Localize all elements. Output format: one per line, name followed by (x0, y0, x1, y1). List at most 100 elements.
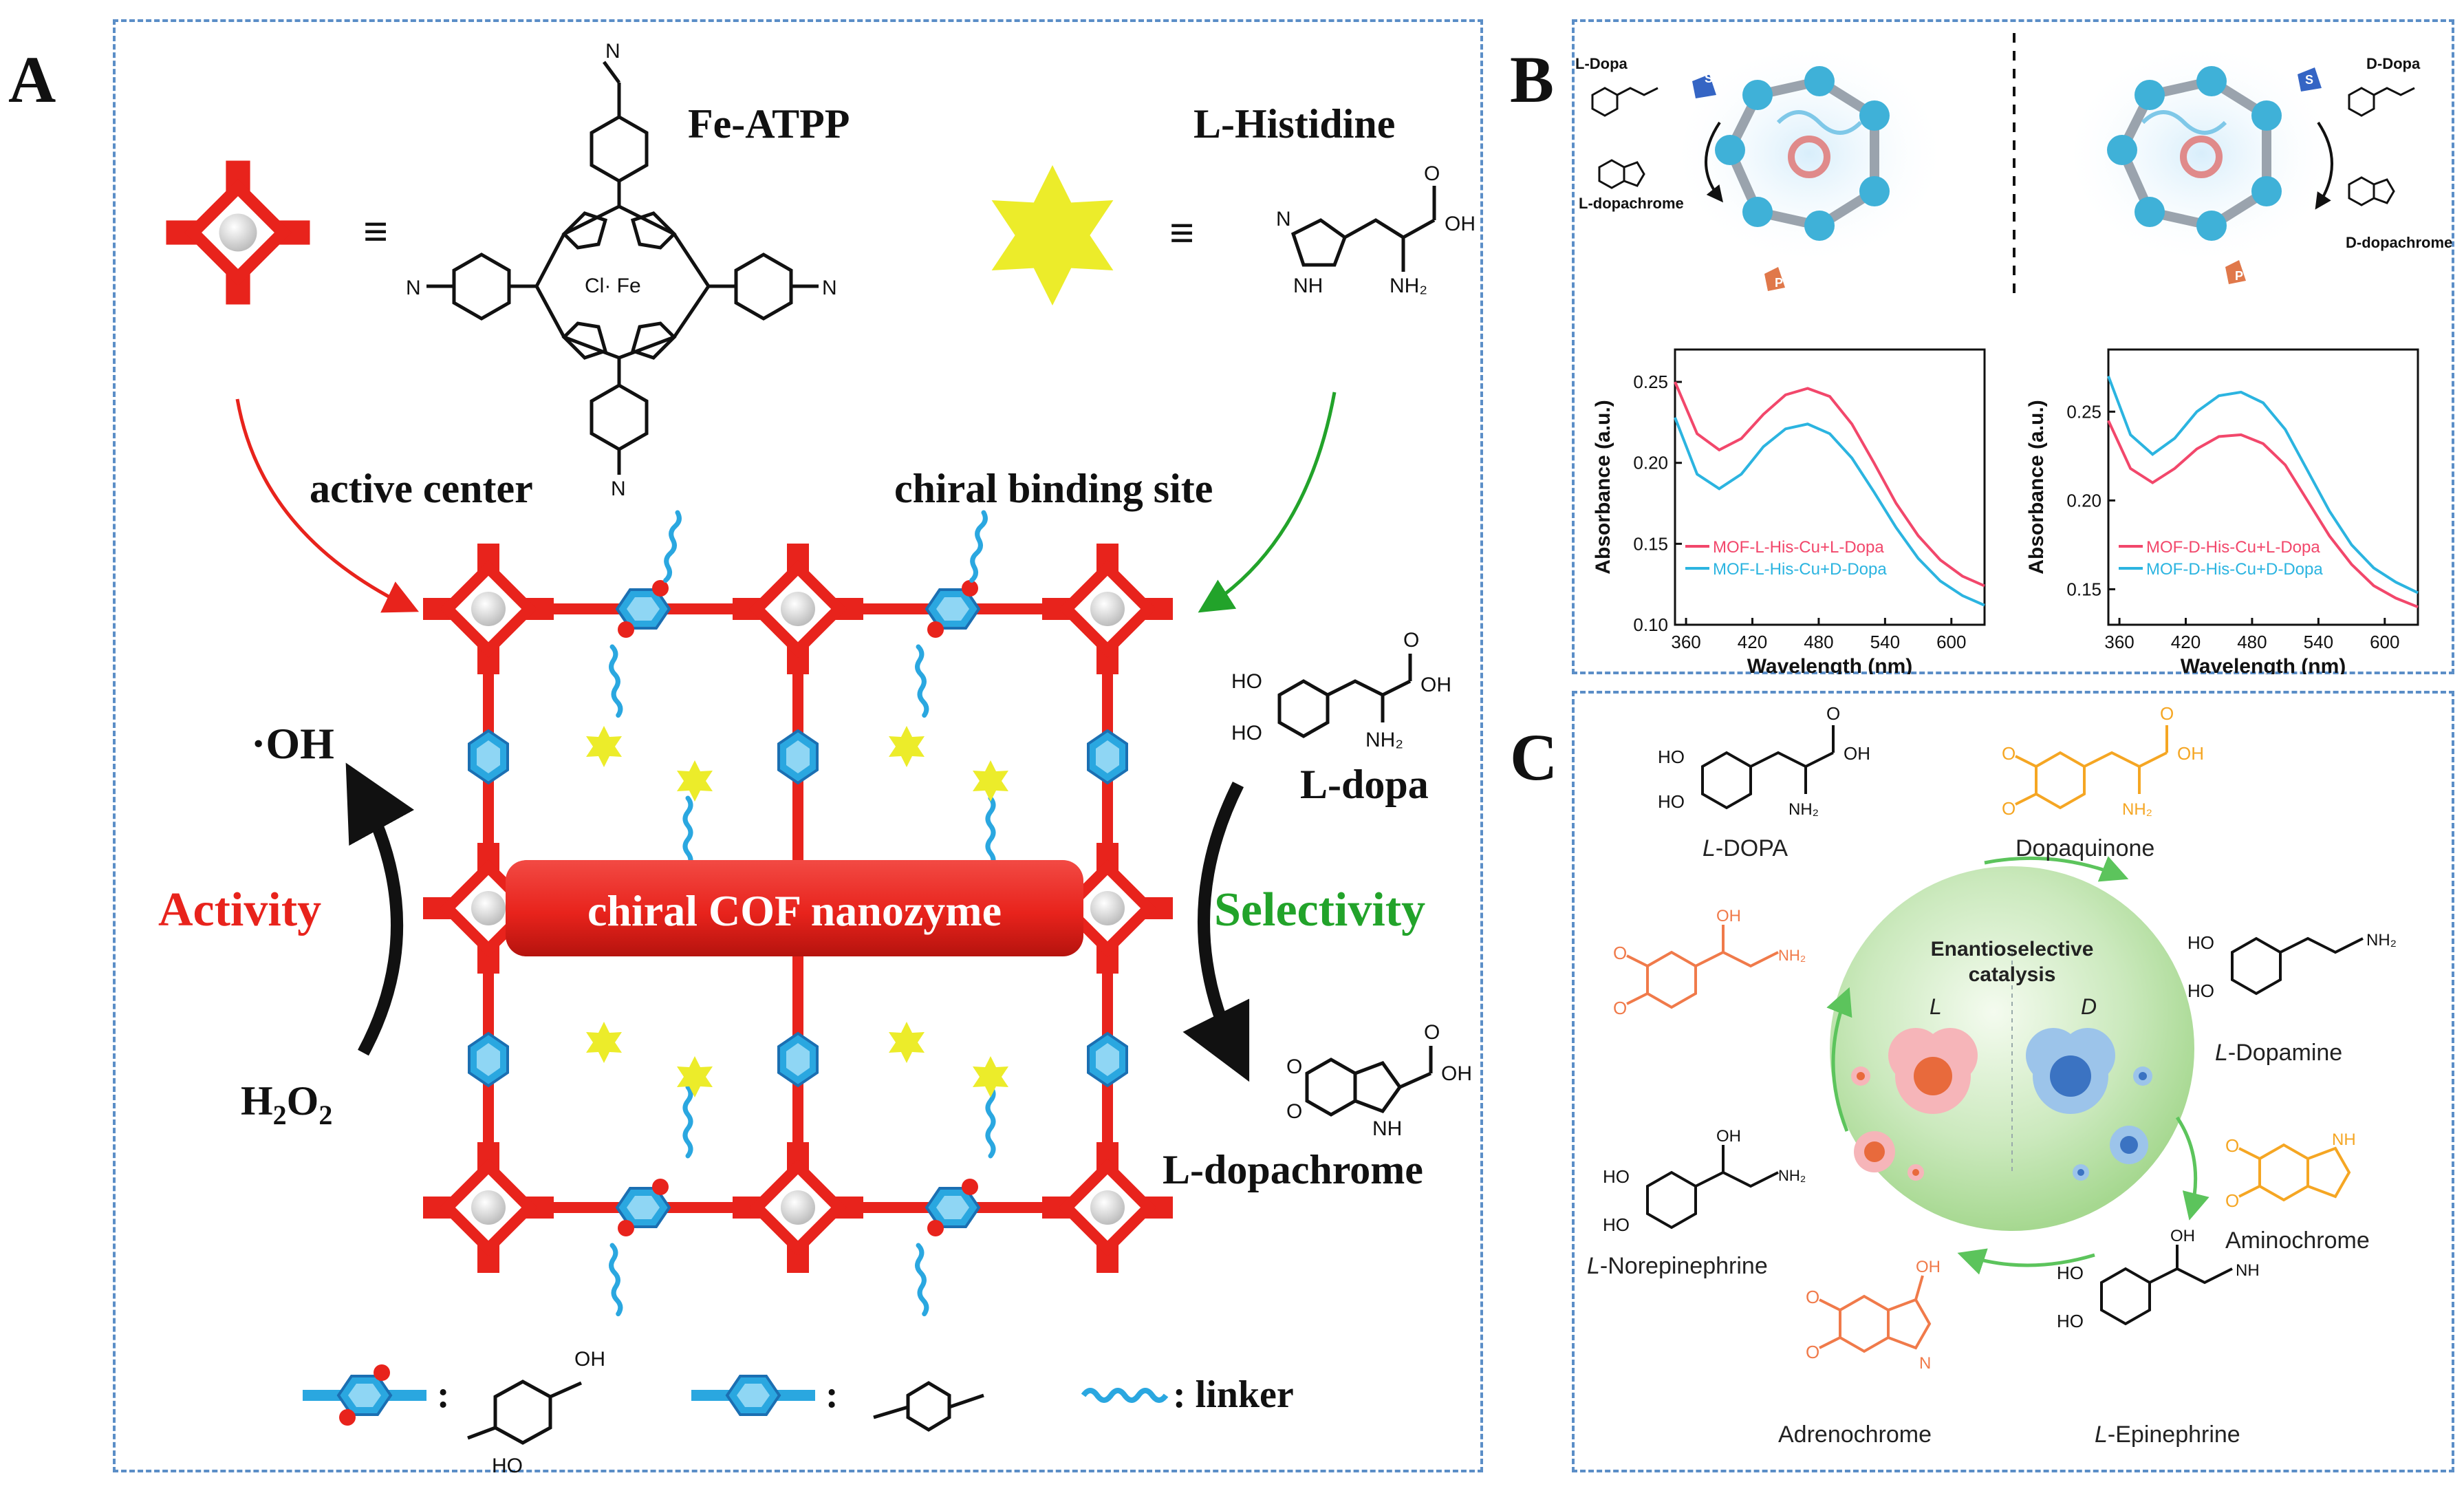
equiv-symbol-2: ≡ (1169, 208, 1194, 257)
fe-atpp-n-top: N (605, 40, 620, 63)
adrenochrome-n: N (1919, 1354, 1931, 1373)
yellow-star-icon (991, 165, 1114, 305)
dopachrome-o-2: O (1286, 1100, 1302, 1123)
l-norepinephrine-italic: L (1587, 1253, 1600, 1279)
quinone-nh2: NH₂ (1778, 947, 1806, 964)
active-center-arrow (235, 398, 420, 613)
legend-colon-1: : (437, 1373, 450, 1416)
l-dopa-nh2: NH₂ (1365, 729, 1403, 751)
l-dopa-oh: OH (1420, 674, 1451, 696)
y-tick-label: 0.15 (2066, 579, 2101, 599)
l-dopa-ho-2: HO (1231, 722, 1262, 744)
x-tick-label: 360 (1671, 632, 1700, 652)
panel-b-letter: B (1510, 43, 1555, 116)
s-label-right: S (2305, 73, 2313, 87)
dopaquinone-o-a: O (2002, 743, 2015, 764)
l-dopa-ho-1: HO (1231, 670, 1262, 693)
x-tick-label: 420 (2171, 632, 2201, 652)
quinone-o-b: O (1613, 998, 1627, 1018)
activity-label: Activity (158, 883, 321, 936)
dopamine-ho-a: HO (2187, 932, 2214, 953)
fe-atpp-structure (426, 61, 819, 475)
aminochrome-molecule (2238, 1143, 2351, 1202)
binding-site-arrow (1198, 391, 1337, 613)
norepinephrine-nh2: NH₂ (1778, 1167, 1806, 1184)
histidine-nh2: NH₂ (1390, 275, 1427, 297)
selectivity-label: Selectivity (1214, 883, 1425, 936)
adrenochrome-name: Adrenochrome (1778, 1422, 1932, 1448)
l-epinephrine-molecule (2100, 1245, 2233, 1326)
fe-atpp-n-left: N (406, 277, 421, 299)
center-title-1: Enantioselective (1931, 938, 2094, 961)
histidine-o: O (1424, 162, 1440, 185)
fe-atpp-n-bottom: N (611, 478, 626, 500)
dopachrome-o-1: O (1286, 1055, 1302, 1078)
l-dopa-ho-b: HO (1658, 791, 1685, 812)
y-tick-label: 0.20 (1633, 453, 1668, 473)
active-center-label: active center (310, 466, 533, 511)
x-tick-label: 540 (2304, 632, 2333, 652)
plot-frame (1674, 348, 1986, 626)
legend-entry: MOF-D-His-Cu+L-Dopa (2146, 538, 2320, 557)
series-line-1 (2107, 420, 2419, 609)
aminochrome-nh: NH (2332, 1130, 2356, 1149)
l-enantiomer-cluster (1851, 1028, 1978, 1181)
noradrenaline-quinone-molecule (1626, 925, 1779, 1009)
fe-atpp-label: Fe-ATPP (688, 101, 850, 147)
enantioselective-sphere (1830, 866, 2194, 1231)
l-dopa-ho-a: HO (1658, 747, 1685, 767)
selectivity-arrow (1182, 781, 1250, 1082)
plot-frame (2107, 348, 2419, 626)
legend-entry: MOF-L-His-Cu+D-Dopa (1713, 560, 1887, 579)
mof-d-his-cu-illustration (2074, 50, 2328, 284)
activity-arrow (345, 762, 414, 1056)
norepinephrine-ho-b: HO (1603, 1214, 1630, 1235)
y-tick-label: 0.20 (2066, 490, 2101, 511)
d-dopa-label-b: D-Dopa (2366, 55, 2421, 72)
l-dopa-name-rest: -DOPA (1716, 835, 1788, 861)
p-label-right: P (2235, 269, 2243, 283)
legend-linker-wavy: : linker (1081, 1373, 1294, 1416)
adrenochrome-molecule (1819, 1275, 1932, 1353)
l-epinephrine-rest: -Epinephrine (2108, 1422, 2240, 1448)
l-dopamine-rest: -Dopamine (2228, 1040, 2342, 1066)
adrenochrome-o-b: O (1806, 1342, 1819, 1362)
h2o2-o: O (287, 1078, 319, 1124)
center-title-2: catalysis (1969, 963, 2056, 986)
norepinephrine-oh: OH (1716, 1127, 1741, 1146)
l-dopa-o: O (1403, 629, 1419, 652)
oh-radical-label: ·OH (251, 719, 334, 768)
p-label-left: P (1775, 276, 1783, 290)
dopamine-nh2: NH₂ (2366, 931, 2397, 950)
epinephrine-ho-b: HO (2057, 1311, 2084, 1331)
quinone-oh: OH (1716, 907, 1741, 925)
dopaquinone-nh2: NH₂ (2122, 800, 2152, 819)
y-axis-label: Absorbance (a.u.) (2025, 400, 2048, 574)
dopachrome-o-3: O (1424, 1021, 1440, 1044)
l-dopa-structure (1277, 654, 1412, 738)
x-tick-label: 420 (1738, 632, 1767, 652)
panel-b (1572, 19, 2454, 674)
epinephrine-oh: OH (2170, 1227, 2195, 1245)
fe-atpp-n-right: N (822, 277, 837, 299)
y-tick-label: 0.25 (1633, 372, 1668, 392)
x-tick-label: 480 (2237, 632, 2267, 652)
cof-nanozyme-bar (506, 860, 1083, 956)
right-conversion-arrow (2315, 121, 2333, 210)
aminochrome-name: Aminochrome (2225, 1227, 2370, 1254)
arrow-dopa (1984, 856, 2129, 882)
x-tick-label: 480 (1804, 632, 1833, 652)
x-tick-label: 600 (1936, 632, 1966, 652)
series-line-1 (1674, 381, 1985, 588)
dopaquinone-o-b: O (2002, 798, 2015, 819)
adrenochrome-o-a: O (1806, 1287, 1819, 1307)
x-axis-label: Wavelength (nm) (2181, 655, 2346, 674)
chiral-binding-site-label: chiral binding site (894, 466, 1213, 511)
histidine-n: N (1276, 208, 1291, 230)
left-conversion-arrow (1705, 121, 1723, 203)
d-dopachrome-label-b: D-dopachrome (2346, 234, 2452, 251)
panel-a-figure: ≡ Cl· Fe N N N N Fe-ATPP L-Histidine ≡ O… (158, 40, 1476, 1477)
l-dopa-name: L-DOPA (1703, 835, 1788, 861)
l-epinephrine-name: L-Epinephrine (2095, 1422, 2240, 1448)
